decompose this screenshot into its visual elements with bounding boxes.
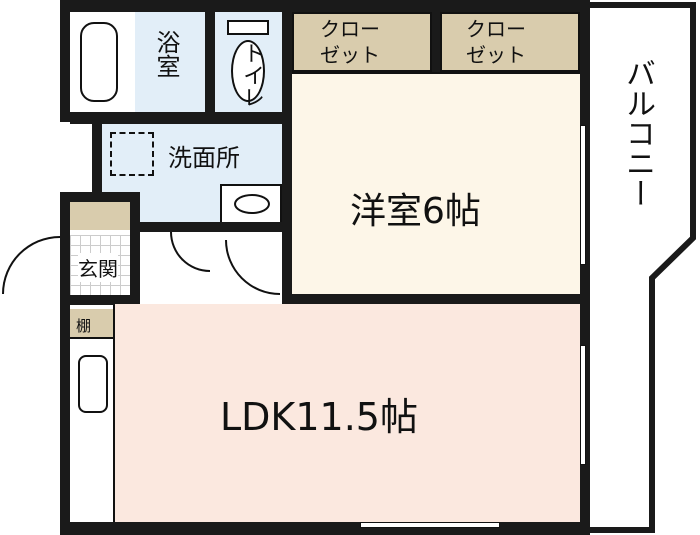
wall bbox=[432, 12, 440, 72]
toilet-bowl-icon bbox=[231, 40, 265, 102]
wall bbox=[130, 222, 290, 232]
wall bbox=[70, 112, 290, 124]
kitchen: 棚 bbox=[70, 305, 115, 522]
shelf-label: 棚 bbox=[76, 317, 92, 335]
window bbox=[580, 345, 586, 465]
entrance-label: 玄関 bbox=[78, 253, 118, 282]
closet-1: クローゼット bbox=[292, 12, 432, 72]
wall bbox=[60, 295, 140, 305]
wall bbox=[282, 294, 590, 304]
washer-space-icon bbox=[110, 132, 154, 176]
shoe-box bbox=[70, 202, 130, 230]
wall bbox=[205, 12, 215, 112]
washroom-label: 洗面所 bbox=[168, 144, 240, 172]
toilet-room: トイレ bbox=[215, 12, 282, 112]
wall bbox=[60, 522, 590, 535]
wall bbox=[92, 112, 102, 192]
closet-1-label-line1: クロー bbox=[320, 17, 380, 41]
toilet-tank-icon bbox=[227, 20, 269, 35]
sink-icon bbox=[234, 194, 270, 214]
closet-2: クローゼット bbox=[440, 12, 580, 72]
bedroom-label: 洋室6帖 bbox=[350, 191, 481, 232]
wall bbox=[60, 0, 590, 12]
closet-1-label: クローゼット bbox=[320, 16, 380, 68]
entrance: 玄関 bbox=[70, 235, 130, 295]
bathroom-label: 浴室 bbox=[152, 30, 180, 78]
balcony-outline bbox=[590, 2, 696, 533]
entrance-door[interactable] bbox=[2, 236, 60, 294]
window bbox=[580, 125, 586, 265]
bathtub-area bbox=[70, 12, 135, 112]
wall bbox=[130, 192, 140, 302]
closet-2-label-line2: ゼット bbox=[466, 43, 526, 67]
bathtub-icon bbox=[80, 22, 118, 102]
closet-2-label: クローゼット bbox=[466, 16, 526, 68]
bathroom: 浴室 bbox=[135, 12, 205, 112]
washroom-door[interactable] bbox=[170, 232, 210, 272]
balcony-label: バルコニー bbox=[620, 58, 655, 208]
closet-1-label-line2: ゼット bbox=[320, 43, 380, 67]
wall bbox=[282, 0, 292, 310]
wall bbox=[60, 195, 70, 535]
kitchen-sink-icon bbox=[78, 355, 108, 413]
wall bbox=[60, 0, 70, 122]
wall bbox=[60, 192, 135, 202]
shelf: 棚 bbox=[70, 309, 113, 339]
ldk: LDK11.5帖 bbox=[115, 304, 580, 522]
window bbox=[360, 522, 500, 528]
bedroom-door[interactable] bbox=[225, 240, 280, 295]
ldk-label: LDK11.5帖 bbox=[220, 395, 418, 439]
sink-counter bbox=[220, 184, 282, 224]
toilet-label: トイレ bbox=[239, 42, 264, 108]
wall bbox=[580, 0, 590, 535]
bedroom: 洋室6帖 bbox=[292, 72, 580, 294]
closet-2-label-line1: クロー bbox=[466, 17, 526, 41]
